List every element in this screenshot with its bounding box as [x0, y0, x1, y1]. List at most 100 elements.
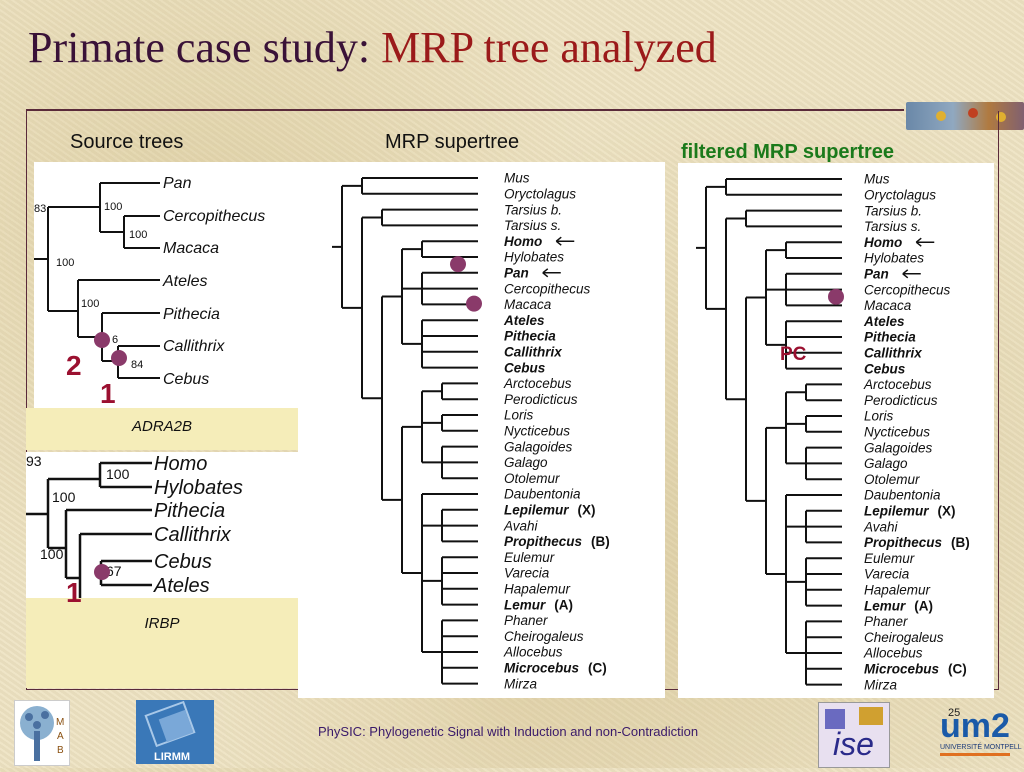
title-prefix: Primate case study: — [28, 23, 382, 72]
filtered-taxon: Oryctolagus — [864, 188, 936, 203]
filtered-taxon: Cheirogaleus — [864, 630, 944, 645]
filtered-taxon: Galago — [864, 456, 908, 471]
mrp-taxon: Galagoides — [504, 439, 573, 454]
irbp-support: 93 — [26, 453, 42, 469]
filtered-taxon: Daubentonia — [864, 488, 941, 503]
irbp-support: 100 — [106, 466, 130, 482]
conflict-marker — [94, 564, 110, 580]
filtered-taxon-tag: (B) — [951, 535, 970, 550]
adra2b-taxon: Pan — [163, 175, 192, 192]
filtered-taxon: Lepilemur — [864, 504, 929, 519]
mrp-taxon-tag: (B) — [591, 534, 610, 549]
irbp-tree-panel: Homo Hylobates Pithecia Callithrix Cebus… — [26, 452, 298, 602]
filtered-taxon: Nycticebus — [864, 425, 930, 440]
title-highlight: MRP tree analyzed — [381, 23, 717, 72]
title-rule — [26, 109, 904, 111]
adra2b-taxon: Pithecia — [163, 306, 220, 323]
mrp-arrow-icon — [542, 268, 561, 278]
filtered-taxon: Mirza — [864, 677, 897, 692]
mrp-taxon: Propithecus — [504, 534, 583, 549]
adra2b-support: 100 — [56, 257, 74, 269]
adra2b-taxon: Callithrix — [163, 338, 225, 355]
filtered-taxon: Microcebus — [864, 662, 940, 677]
irbp-taxon: Ateles — [153, 575, 210, 597]
filtered-taxon: Pan — [864, 267, 889, 282]
mab-letter: B — [57, 745, 64, 756]
filtered-taxon: Galagoides — [864, 440, 933, 455]
heading-source-trees: Source trees — [70, 131, 184, 153]
mrp-taxon: Eulemur — [504, 550, 555, 565]
mrp-taxon: Microcebus — [504, 661, 580, 676]
footer-caption: PhySIC: Phylogenetic Signal with Inducti… — [318, 724, 699, 739]
filtered-taxon: Cebus — [864, 361, 906, 376]
mrp-taxon: Galago — [504, 455, 548, 470]
irbp-support: 100 — [40, 546, 64, 562]
mrp-taxon: Pan — [504, 266, 529, 281]
pc-label: PC — [780, 344, 807, 365]
mrp-taxon: Pithecia — [504, 329, 556, 344]
mab-logo: M A B — [14, 700, 70, 766]
mrp-taxon: Loris — [504, 408, 534, 423]
mrp-taxon-tag: (C) — [588, 661, 607, 676]
irbp-taxon: Homo — [154, 453, 207, 475]
ise-logo: ise — [818, 702, 890, 768]
conflict-marker — [111, 350, 127, 366]
mrp-taxon: Otolemur — [504, 471, 560, 486]
mrp-taxon-tag: (A) — [554, 597, 573, 612]
mrp-taxon: Tarsius s. — [504, 218, 561, 233]
mrp-taxon: Lepilemur — [504, 503, 569, 518]
mrp-taxon: Daubentonia — [504, 487, 581, 502]
filtered-taxon: Cercopithecus — [864, 282, 951, 297]
mrp-taxon: Mirza — [504, 676, 537, 691]
filtered-taxon: Propithecus — [864, 535, 943, 550]
mrp-taxon: Phaner — [504, 613, 548, 628]
filtered-taxon: Loris — [864, 409, 894, 424]
filtered-taxon: Perodicticus — [864, 393, 938, 408]
filtered-taxon: Avahi — [863, 519, 899, 534]
adra2b-support: 83 — [34, 203, 46, 215]
filtered-taxon: Eulemur — [864, 551, 915, 566]
filtered-taxon: Arctocebus — [863, 377, 932, 392]
mrp-taxon: Ateles — [503, 313, 545, 328]
filtered-taxon: Callithrix — [864, 346, 922, 361]
conflict-marker — [94, 332, 110, 348]
um2-logo-text: um2 — [940, 707, 1010, 745]
filtered-taxon-tag: (A) — [914, 598, 933, 613]
filtered-arrow-icon — [915, 237, 935, 247]
irbp-support: 100 — [52, 489, 76, 505]
filtered-taxon-tag: (X) — [938, 504, 956, 519]
adra2b-tree: Pan Cercopithecus Macaca Ateles Pithecia… — [34, 175, 265, 388]
mrp-taxon: Arctocebus — [503, 376, 572, 391]
irbp-taxon: Cebus — [154, 551, 212, 573]
filtered-taxon: Otolemur — [864, 472, 920, 487]
slide-title: Primate case study: MRP tree analyzed — [28, 22, 717, 73]
ise-logo-text: ise — [833, 726, 874, 762]
mrp-taxon: Varecia — [504, 566, 550, 581]
mrp-taxon: Allocebus — [503, 645, 563, 660]
filtered-taxon: Tarsius s. — [864, 219, 921, 234]
adra2b-support: 100 — [104, 201, 122, 213]
lirmm-logo-text: LIRMM — [154, 751, 190, 763]
adra2b-support: 6 — [112, 334, 118, 346]
mrp-taxon: Avahi — [503, 518, 539, 533]
marker-label-one: 1 — [66, 577, 82, 608]
mrp-taxon: Macaca — [504, 297, 552, 312]
adra2b-support: 84 — [131, 359, 143, 371]
adra2b-support: 100 — [129, 229, 147, 241]
decorative-banner — [906, 102, 1024, 130]
filtered-taxon: Tarsius b. — [864, 203, 922, 218]
mrp-taxon: Mus — [504, 171, 530, 186]
mrp-taxon-tag: (X) — [578, 503, 596, 518]
mrp-taxon: Nycticebus — [504, 424, 570, 439]
marker-label-two: 2 — [66, 350, 82, 381]
marker-label-one: 1 — [100, 378, 116, 409]
mrp-taxon: Callithrix — [504, 345, 562, 360]
conflict-marker — [828, 288, 844, 305]
adra2b-taxon: Ateles — [162, 273, 207, 290]
filtered-taxon: Ateles — [863, 314, 905, 329]
lirmm-logo: LIRMM — [136, 700, 214, 764]
filtered-branches — [696, 178, 842, 686]
adra2b-taxon: Cercopithecus — [163, 208, 265, 225]
irbp-taxon: Pithecia — [154, 500, 225, 522]
